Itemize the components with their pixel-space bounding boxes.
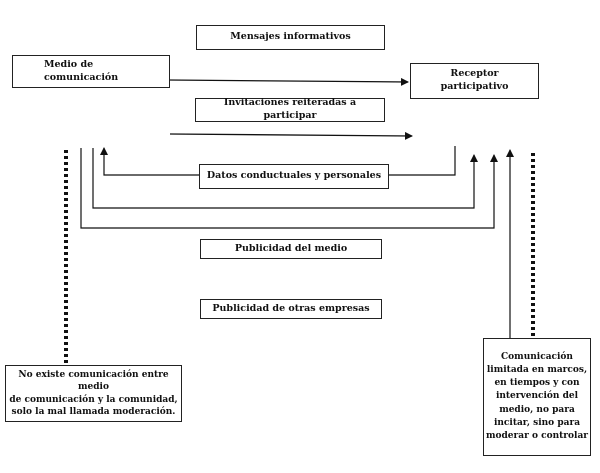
nota-derecha-box: Comunicación limitada en marcos, en tiem… [483, 338, 591, 456]
arrow-invitaciones [169, 131, 413, 140]
publicidad-otras-box: Publicidad de otras empresas [200, 299, 382, 319]
arrow-loop-inner [92, 148, 478, 209]
invitaciones-box: Invitaciones reiteradas a participar [195, 97, 385, 122]
publicidad-medio-box: Publicidad del medio [200, 239, 382, 259]
nota-izquierda-box: No existe comunicación entre medio de co… [5, 365, 182, 422]
datos-box: Datos conductuales y personales [199, 164, 389, 189]
mensajes-box: Mensajes informativos [196, 25, 385, 50]
receptor-box: Receptor participativo [410, 63, 539, 99]
arrow-medio-to-receptor [167, 77, 409, 86]
arrow-loop-outer [80, 148, 498, 229]
medio-box: Medio de comunicación [12, 55, 170, 88]
